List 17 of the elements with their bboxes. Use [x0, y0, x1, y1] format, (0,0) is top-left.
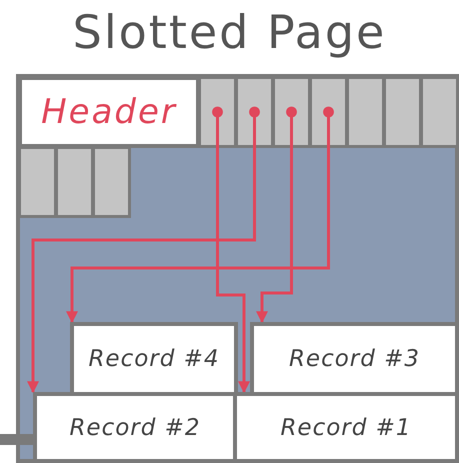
arrow — [66, 106, 334, 324]
header-label: Header — [41, 92, 177, 132]
page-title: Slotted Page — [72, 4, 388, 61]
record-label: Record #2 — [69, 414, 201, 440]
record-label: Record #3 — [288, 346, 420, 372]
slot-box — [383, 76, 422, 148]
record-label: Record #1 — [280, 414, 412, 440]
slot-box — [420, 76, 459, 148]
slot-box — [18, 146, 57, 218]
slot-box — [346, 76, 385, 148]
record-label: Record #4 — [88, 346, 220, 372]
arrow — [256, 106, 297, 324]
slot-box — [55, 146, 94, 218]
header-box — [18, 76, 200, 148]
arrow — [27, 106, 260, 394]
slot-box — [92, 146, 131, 218]
arrow — [212, 106, 250, 394]
